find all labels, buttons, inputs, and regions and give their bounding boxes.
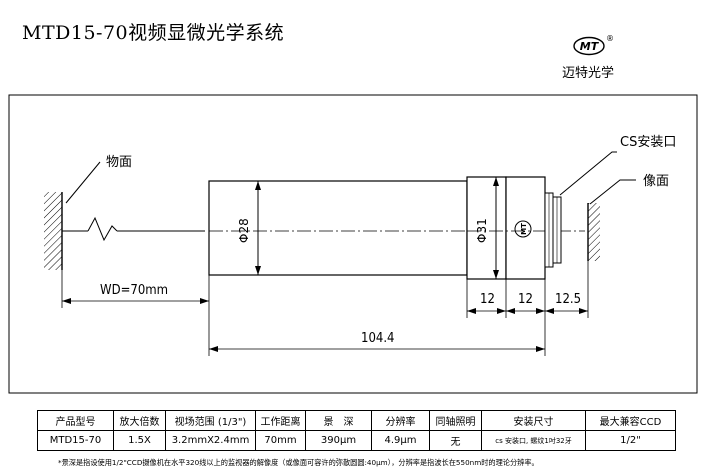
cell-field-of-view: 3.2mmX2.4mm	[165, 430, 256, 451]
page-title: MTD15-70视频显微光学系统	[22, 22, 285, 44]
cell-magnification: 1.5X	[113, 430, 166, 451]
cs-mount-flange	[544, 192, 562, 268]
header-mount-size: 安装尺寸	[481, 410, 586, 431]
spec-table: 产品型号 放大倍数 视场范围 (1/3") 工作距离 景 深 分辨率 同轴照明 …	[37, 410, 676, 451]
barrel-diameter-label: Φ28	[237, 218, 251, 243]
header-field-of-view: 视场范围 (1/3")	[165, 410, 256, 431]
segment-1-length: 12	[480, 292, 495, 307]
head-diameter-label: Φ31	[475, 218, 489, 243]
header-magnification: 放大倍数	[113, 410, 166, 431]
segment-dimensions	[466, 261, 589, 356]
lens-brand-mark	[514, 220, 532, 238]
cs-mount-leader	[559, 151, 617, 196]
cell-working-distance: 70mm	[255, 430, 306, 451]
header-depth-of-field: 景 深	[305, 410, 372, 431]
barrel-diameter-dimension	[255, 181, 261, 275]
spec-table-row: MTD15-70 1.5X 3.2mmX2.4mm 70mm 390μm 4.9…	[37, 430, 676, 451]
header-max-ccd: 最大兼容CCD	[585, 410, 676, 431]
object-plane-wall	[44, 192, 63, 270]
cell-coaxial-illumination: 无	[429, 430, 482, 451]
total-length-label: 104.4	[361, 331, 395, 346]
lens-head	[466, 176, 546, 280]
header-working-distance: 工作距离	[255, 410, 306, 431]
optical-axis	[62, 216, 205, 242]
cell-model: MTD15-70	[37, 430, 114, 451]
mt-logo-badge: MT	[573, 36, 605, 56]
logo-caption: 迈特光学	[562, 66, 615, 81]
drawing-frame	[8, 94, 698, 394]
image-plane-label: 像面	[643, 174, 670, 189]
image-plane-leader	[589, 179, 636, 205]
cell-max-ccd: 1/2"	[585, 430, 676, 451]
lens-drawing: MT	[8, 94, 698, 394]
registered-mark: ®	[606, 34, 614, 43]
cell-mount-size: cs 安装口, 螺纹1吋32牙	[481, 430, 586, 451]
logo-badge-text: MT	[580, 40, 600, 53]
cell-depth-of-field: 390μm	[305, 430, 372, 451]
wd-dimension	[61, 270, 210, 308]
segment-3-length: 12.5	[555, 292, 582, 307]
image-plane-wall	[587, 203, 600, 261]
spec-table-header-row: 产品型号 放大倍数 视场范围 (1/3") 工作距离 景 深 分辨率 同轴照明 …	[37, 410, 676, 431]
cs-mount-label: CS安装口	[620, 135, 677, 150]
wd-dimension-label: WD=70mm	[100, 283, 169, 298]
object-plane-label: 物面	[106, 155, 133, 170]
object-plane-leader	[65, 161, 101, 204]
total-length-dimension	[208, 308, 545, 356]
head-diameter-dimension	[493, 177, 499, 279]
cell-resolution: 4.9μm	[371, 430, 430, 451]
lens-barrel	[208, 180, 468, 276]
lens-brand-mark-text: MT	[520, 223, 528, 235]
segment-2-length: 12	[518, 292, 533, 307]
header-coaxial-illumination: 同轴照明	[429, 410, 482, 431]
footnote: *景深是指设使用1/2"CCD摄像机在水平320线以上的监视器的解像度（或像面可…	[58, 458, 539, 467]
header-model: 产品型号	[37, 410, 114, 431]
header-resolution: 分辨率	[371, 410, 430, 431]
